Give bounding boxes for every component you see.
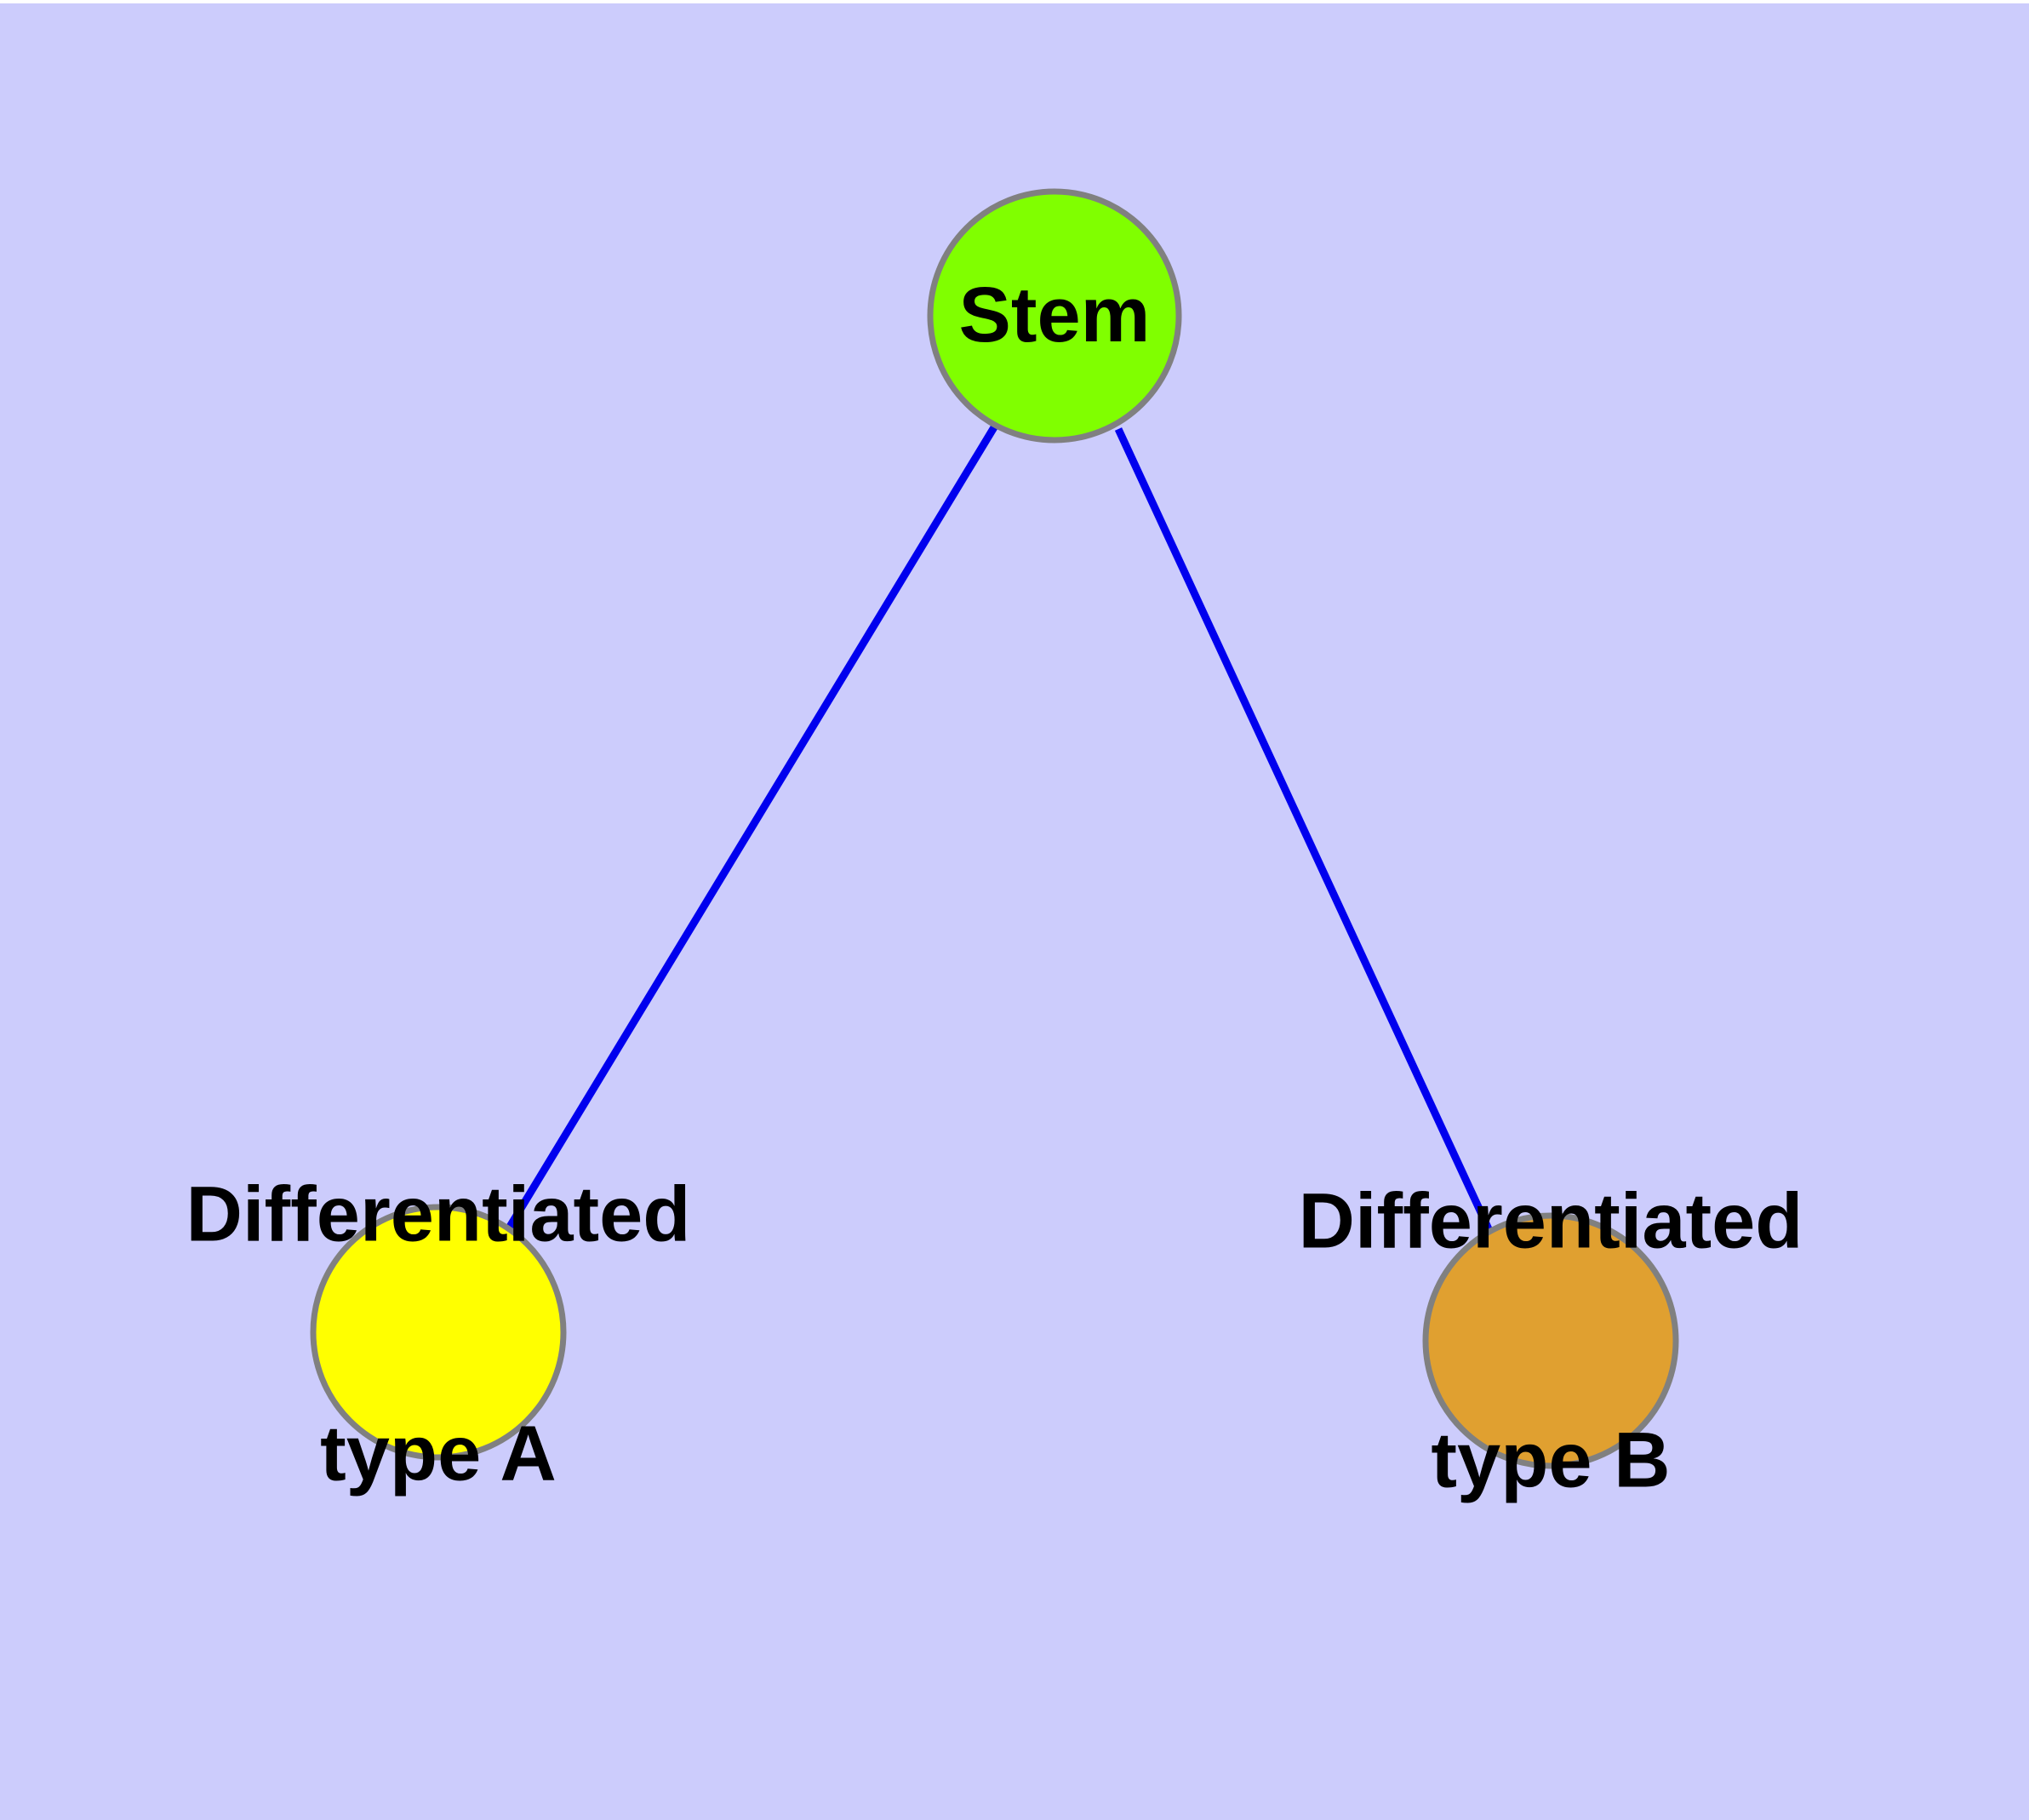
node-stem[interactable] — [927, 188, 1182, 444]
edge-layer — [506, 425, 1495, 1234]
node-differentiated-type-a[interactable] — [310, 1204, 567, 1461]
node-differentiated-type-b[interactable] — [1422, 1212, 1679, 1469]
edge-stem-to-differentiated-type-b — [1114, 427, 1495, 1234]
diagram-plot-area: Stem Differentiated type A Differentiate… — [0, 3, 2029, 1820]
edge-stem-to-differentiated-type-a — [506, 425, 997, 1229]
graph-svg — [310, 188, 1679, 1469]
node-layer — [310, 188, 1679, 1469]
